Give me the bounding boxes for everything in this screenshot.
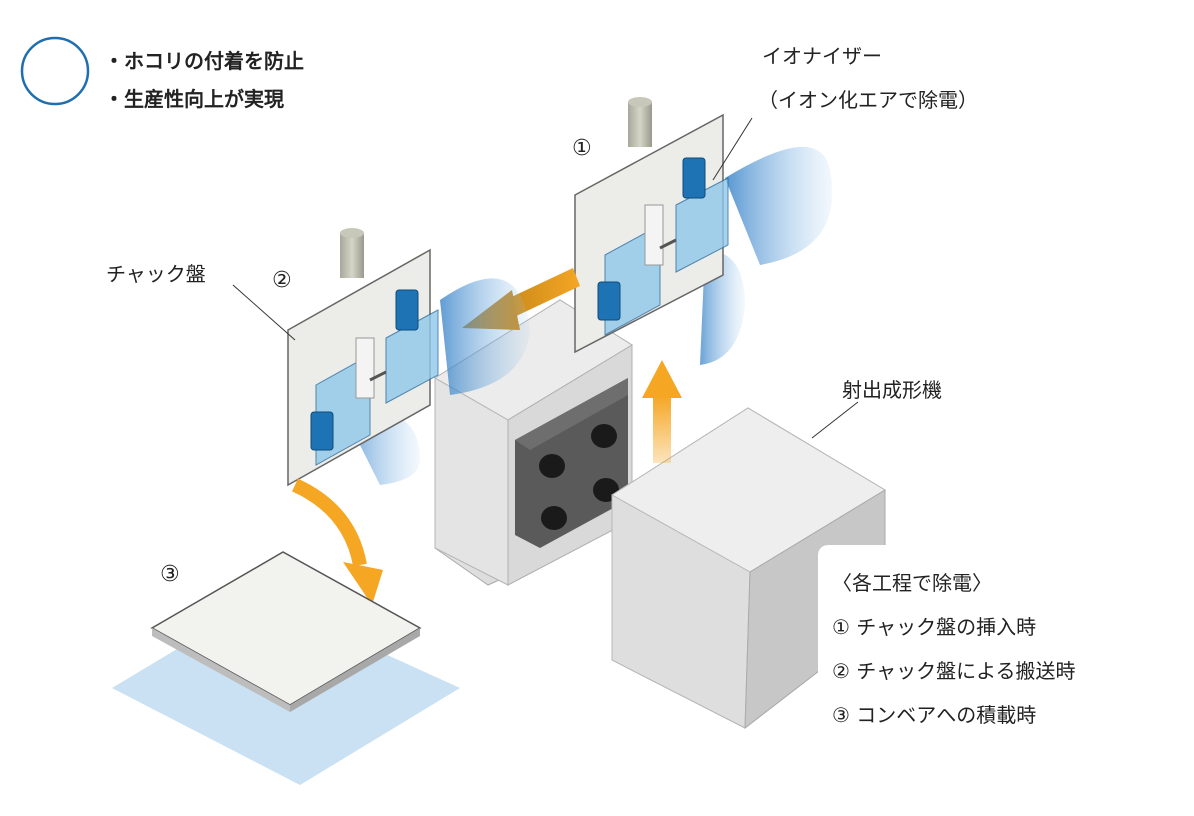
chuck-label: チャック盤 bbox=[106, 262, 206, 286]
ionizer-label: イオナイザー bbox=[762, 44, 882, 68]
chuck-leader-line bbox=[232, 284, 296, 341]
step-mark-1: ① bbox=[572, 136, 592, 161]
conveyor-tray bbox=[112, 551, 460, 785]
curved-down-arrow-icon bbox=[291, 478, 383, 605]
ionizer-icon bbox=[310, 411, 334, 451]
benefit-list: ホコリの付着を防止 生産性向上が実現 bbox=[104, 42, 304, 118]
chuck-plate-1 bbox=[574, 97, 833, 365]
legend-item: ③ コンベアへの積載時 bbox=[832, 703, 1037, 727]
ionizer-sub-label: （イオン化エアで除電） bbox=[758, 88, 978, 112]
mold-hole bbox=[591, 424, 617, 448]
machine-label: 射出成形機 bbox=[842, 378, 942, 402]
chuck-plate-2 bbox=[287, 228, 530, 487]
benefit-item: 生産性向上が実現 bbox=[104, 80, 304, 118]
process-legend: 〈各工程で除電〉 ① チャック盤の挿入時 ② チャック盤による搬送時 ③ コンベ… bbox=[818, 545, 1158, 745]
mold-hole bbox=[541, 506, 567, 530]
circle-mark-icon bbox=[20, 36, 90, 106]
ionizer-leader-line bbox=[712, 117, 753, 181]
step-mark-3: ③ bbox=[160, 562, 180, 587]
legend-item: ② チャック盤による搬送時 bbox=[832, 659, 1076, 683]
legend-item: ① チャック盤の挿入時 bbox=[832, 615, 1037, 639]
injection-molding-machine bbox=[611, 407, 886, 730]
benefit-item: ホコリの付着を防止 bbox=[104, 42, 304, 80]
ionizer-icon bbox=[395, 289, 419, 331]
legend-title: 〈各工程で除電〉 bbox=[832, 571, 992, 595]
ionizer-icon bbox=[597, 281, 621, 321]
machine-leader-line bbox=[811, 401, 859, 439]
ionizer-icon bbox=[682, 157, 706, 199]
mold-hole bbox=[539, 454, 565, 478]
up-arrow-icon bbox=[642, 360, 682, 463]
step-mark-2: ② bbox=[272, 268, 292, 293]
